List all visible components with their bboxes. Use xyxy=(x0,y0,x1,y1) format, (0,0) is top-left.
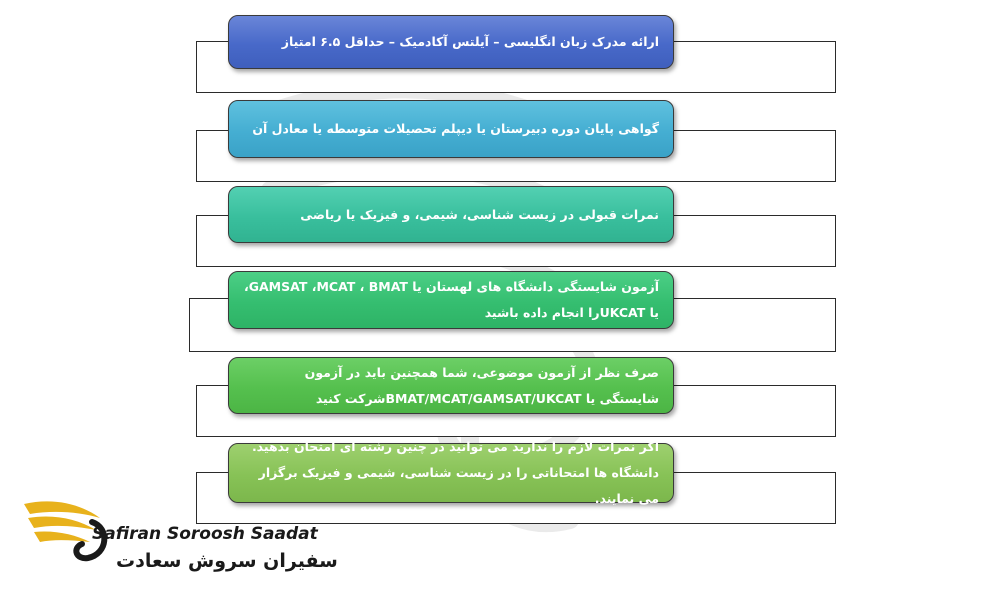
company-logo: Safiran Soroosh Saadat سفیران سروش سعادت xyxy=(20,492,338,582)
step-2-text: گواهی پایان دوره دبیرستان یا دیپلم تحصیل… xyxy=(252,121,659,136)
logo-name-persian: سفیران سروش سعادت xyxy=(116,550,338,572)
step-5-text: صرف نظر از آزمون موضوعی، شما همچنین باید… xyxy=(304,364,659,406)
step-1-box: ارائه مدرک زبان انگلیسی – آیلتس آکادمیک … xyxy=(228,15,674,69)
step-3-text: نمرات قبولی در زیست شناسی، شیمی، و فیزیک… xyxy=(300,206,659,222)
step-5-box: صرف نظر از آزمون موضوعی، شما همچنین باید… xyxy=(228,357,674,414)
logo-name-english: Safiran Soroosh Saadat xyxy=(92,524,318,544)
step-4-box: آزمون شایستگی دانشگاه های لهستان یا GAMS… xyxy=(228,271,674,329)
step-4-text: آزمون شایستگی دانشگاه های لهستان یا GAMS… xyxy=(244,279,659,320)
step-3-box: نمرات قبولی در زیست شناسی، شیمی، و فیزیک… xyxy=(228,186,674,243)
wing-logo-icon xyxy=(24,501,108,562)
step-1-text: ارائه مدرک زبان انگلیسی – آیلتس آکادمیک … xyxy=(281,34,659,49)
step-2-box: گواهی پایان دوره دبیرستان یا دیپلم تحصیل… xyxy=(228,100,674,158)
step-6-box: اگر نمرات لازم را ندارید می توانید در چن… xyxy=(228,439,674,506)
step-6-text: اگر نمرات لازم را ندارید می توانید در چن… xyxy=(251,439,659,506)
